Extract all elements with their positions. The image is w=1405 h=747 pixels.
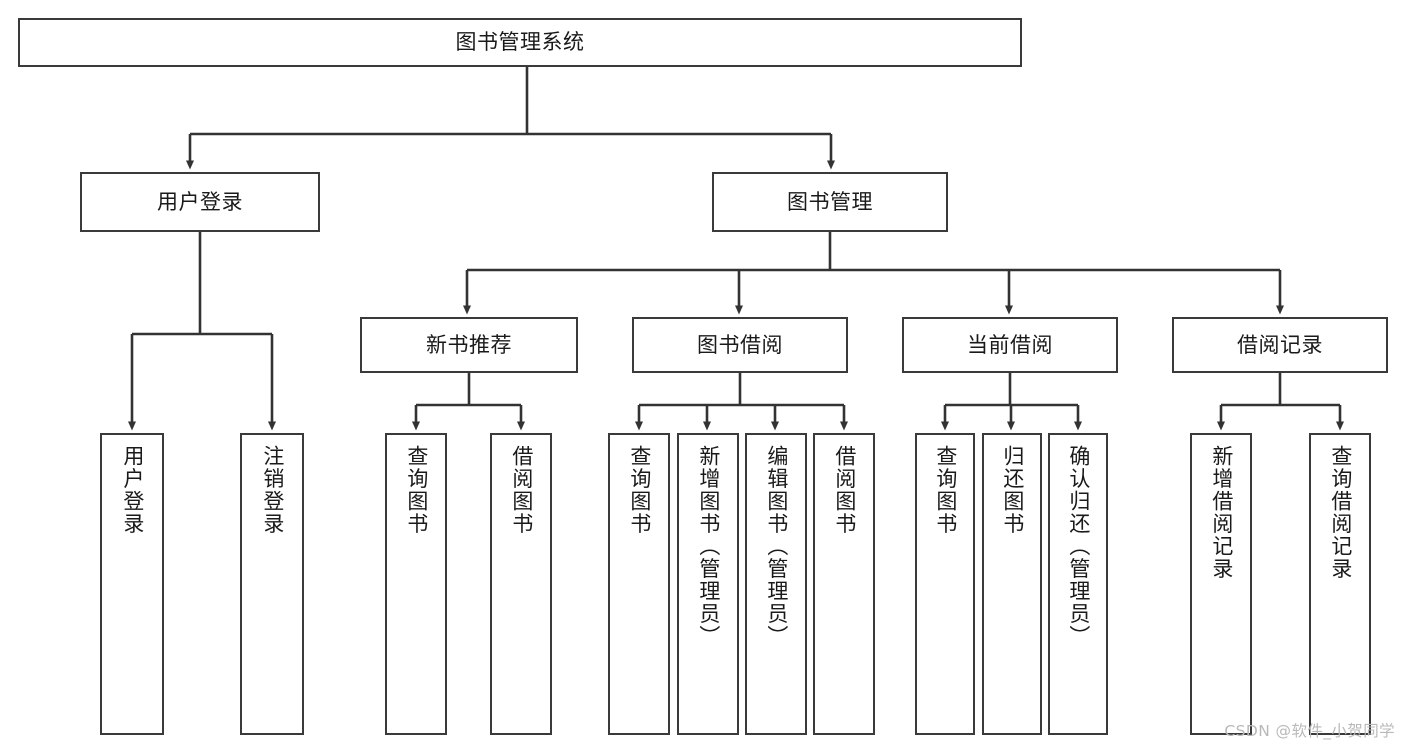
node-leaf-record-query-record[interactable]: 查询借阅记录 (1309, 433, 1371, 735)
node-leaf-borrow-query-book-label: 查询图书 (627, 445, 652, 535)
node-leaf-user-login-signout[interactable]: 注销登录 (240, 433, 304, 735)
node-root-system[interactable]: 图书管理系统 (18, 18, 1022, 67)
node-new-book-recommend[interactable]: 新书推荐 (360, 317, 578, 373)
node-leaf-current-return-book-label: 归还图书 (1000, 445, 1025, 535)
node-leaf-recommend-query-book[interactable]: 查询图书 (385, 433, 447, 735)
node-user-login[interactable]: 用户登录 (80, 172, 320, 232)
node-leaf-user-login-signin[interactable]: 用户登录 (100, 433, 164, 735)
node-leaf-borrow-borrow-book[interactable]: 借阅图书 (813, 433, 875, 735)
node-leaf-current-return-book[interactable]: 归还图书 (982, 433, 1042, 735)
node-user-login-label: 用户登录 (157, 189, 243, 214)
node-borrow-record[interactable]: 借阅记录 (1172, 317, 1388, 373)
node-book-borrow-label: 图书借阅 (697, 332, 783, 357)
node-leaf-borrow-edit-book-admin-label: 编辑图书（管理员） (764, 445, 789, 648)
node-leaf-record-query-record-label: 查询借阅记录 (1328, 445, 1353, 580)
node-leaf-current-query-book-label: 查询图书 (933, 445, 958, 535)
node-leaf-recommend-query-book-label: 查询图书 (404, 445, 429, 535)
node-leaf-current-confirm-return-admin[interactable]: 确认归还（管理员） (1048, 433, 1108, 735)
node-leaf-current-confirm-return-admin-label: 确认归还（管理员） (1066, 445, 1091, 648)
node-leaf-borrow-edit-book-admin[interactable]: 编辑图书（管理员） (745, 433, 807, 735)
node-new-book-recommend-label: 新书推荐 (426, 332, 512, 357)
node-root-system-label: 图书管理系统 (455, 30, 585, 55)
node-leaf-user-login-signin-label: 用户登录 (120, 445, 145, 535)
node-book-management-label: 图书管理 (787, 189, 873, 214)
node-leaf-recommend-borrow-book-label: 借阅图书 (509, 445, 534, 535)
node-borrow-record-label: 借阅记录 (1237, 332, 1323, 357)
node-book-management[interactable]: 图书管理 (712, 172, 948, 232)
node-book-borrow[interactable]: 图书借阅 (632, 317, 848, 373)
node-leaf-record-add-record-label: 新增借阅记录 (1209, 445, 1234, 580)
node-current-borrow[interactable]: 当前借阅 (902, 317, 1118, 373)
node-leaf-borrow-add-book-admin[interactable]: 新增图书（管理员） (677, 433, 739, 735)
node-leaf-recommend-borrow-book[interactable]: 借阅图书 (490, 433, 552, 735)
node-leaf-record-add-record[interactable]: 新增借阅记录 (1190, 433, 1252, 735)
node-leaf-current-query-book[interactable]: 查询图书 (915, 433, 975, 735)
node-current-borrow-label: 当前借阅 (967, 332, 1053, 357)
node-leaf-borrow-query-book[interactable]: 查询图书 (608, 433, 670, 735)
node-leaf-borrow-borrow-book-label: 借阅图书 (832, 445, 857, 535)
node-leaf-user-login-signout-label: 注销登录 (260, 445, 285, 535)
node-leaf-borrow-add-book-admin-label: 新增图书（管理员） (696, 445, 721, 648)
